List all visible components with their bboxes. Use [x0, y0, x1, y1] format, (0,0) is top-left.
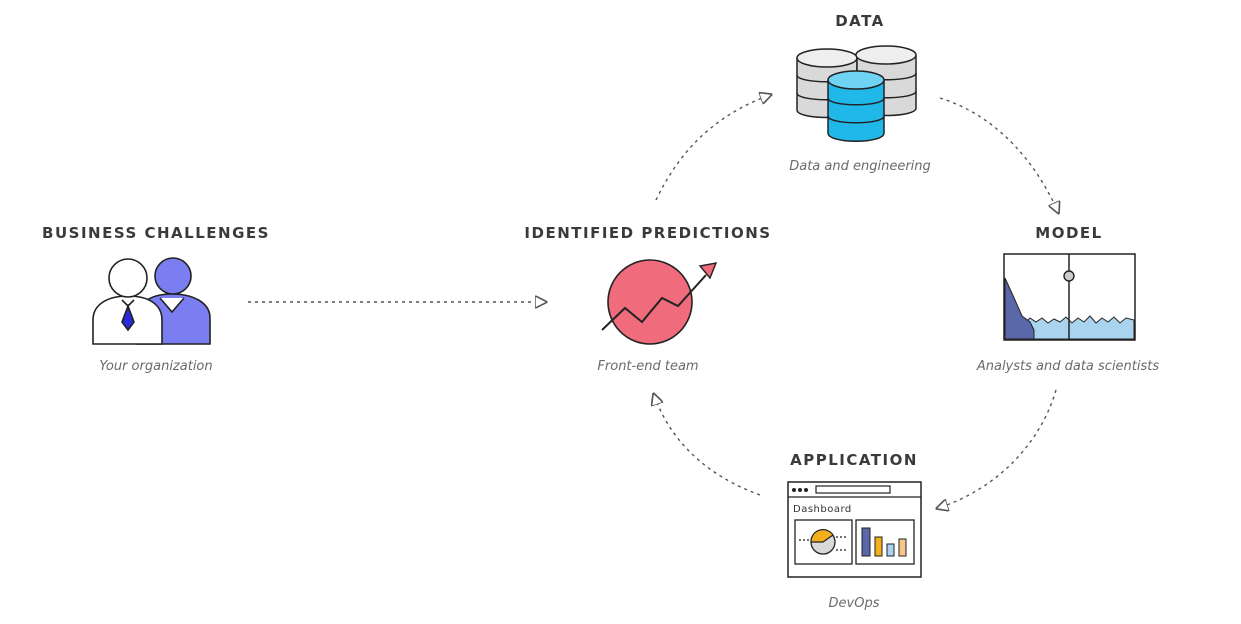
business-title: BUSINESS CHALLENGES	[42, 224, 270, 242]
predictions-title: IDENTIFIED PREDICTIONS	[524, 224, 772, 242]
data-subtitle: Data and engineering	[789, 159, 931, 174]
application-title: APPLICATION	[790, 451, 918, 469]
arrow-data-to-model	[939, 97, 1058, 212]
arrow-application-to-predictions	[654, 395, 761, 496]
application-subtitle: DevOps	[828, 596, 880, 611]
arrow-model-to-application	[938, 389, 1057, 508]
arrow-predictions-to-data	[655, 95, 770, 201]
business-subtitle: Your organization	[99, 359, 213, 374]
model-title: MODEL	[1035, 224, 1103, 242]
predictions-subtitle: Front-end team	[597, 359, 699, 374]
data-title: DATA	[835, 12, 885, 30]
model-subtitle: Analysts and data scientists	[976, 359, 1160, 374]
